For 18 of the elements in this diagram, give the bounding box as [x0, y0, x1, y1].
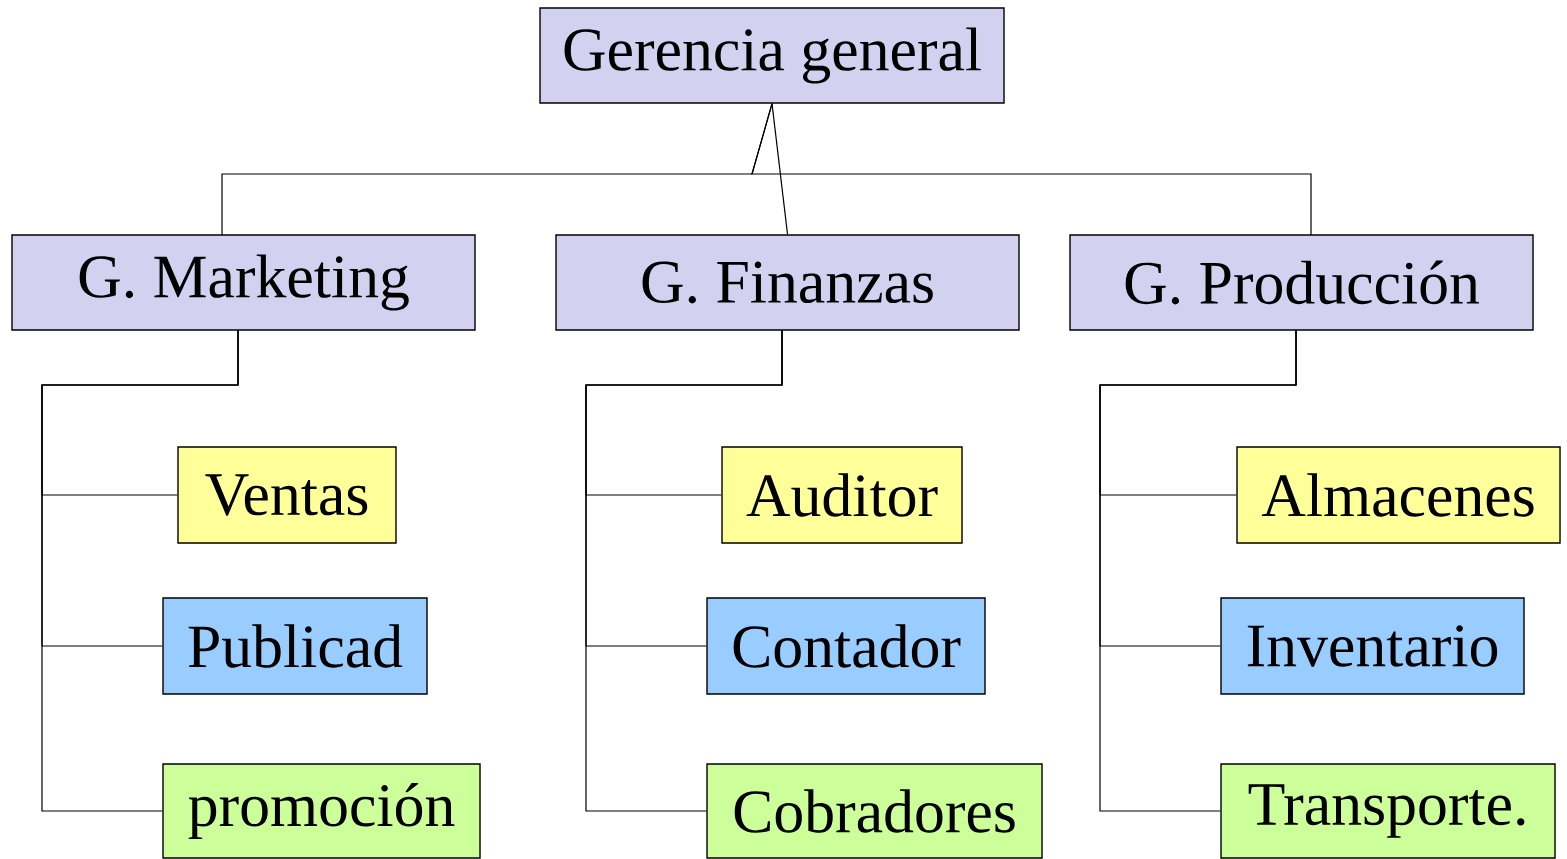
org-box: Ventas — [177, 446, 397, 544]
connector-line — [1099, 329, 1297, 812]
org-box: Inventario — [1220, 597, 1525, 695]
connector-line — [41, 329, 239, 812]
org-box: Transporte. — [1220, 763, 1556, 859]
org-box: G. Marketing — [11, 234, 476, 331]
org-box: Contador — [706, 597, 986, 695]
connector-line — [585, 329, 783, 812]
org-box: Almacenes — [1236, 446, 1561, 544]
org-box: Cobradores — [706, 763, 1043, 859]
org-box: Gerencia general — [539, 7, 1005, 104]
connector-line — [751, 103, 1312, 236]
connector-line — [771, 103, 789, 235]
org-box: promoción — [162, 763, 481, 859]
org-box: Auditor — [721, 446, 963, 544]
org-box: Publicad — [162, 597, 428, 695]
org-box: G. Producción — [1069, 234, 1534, 331]
org-box: G. Finanzas — [555, 234, 1020, 331]
